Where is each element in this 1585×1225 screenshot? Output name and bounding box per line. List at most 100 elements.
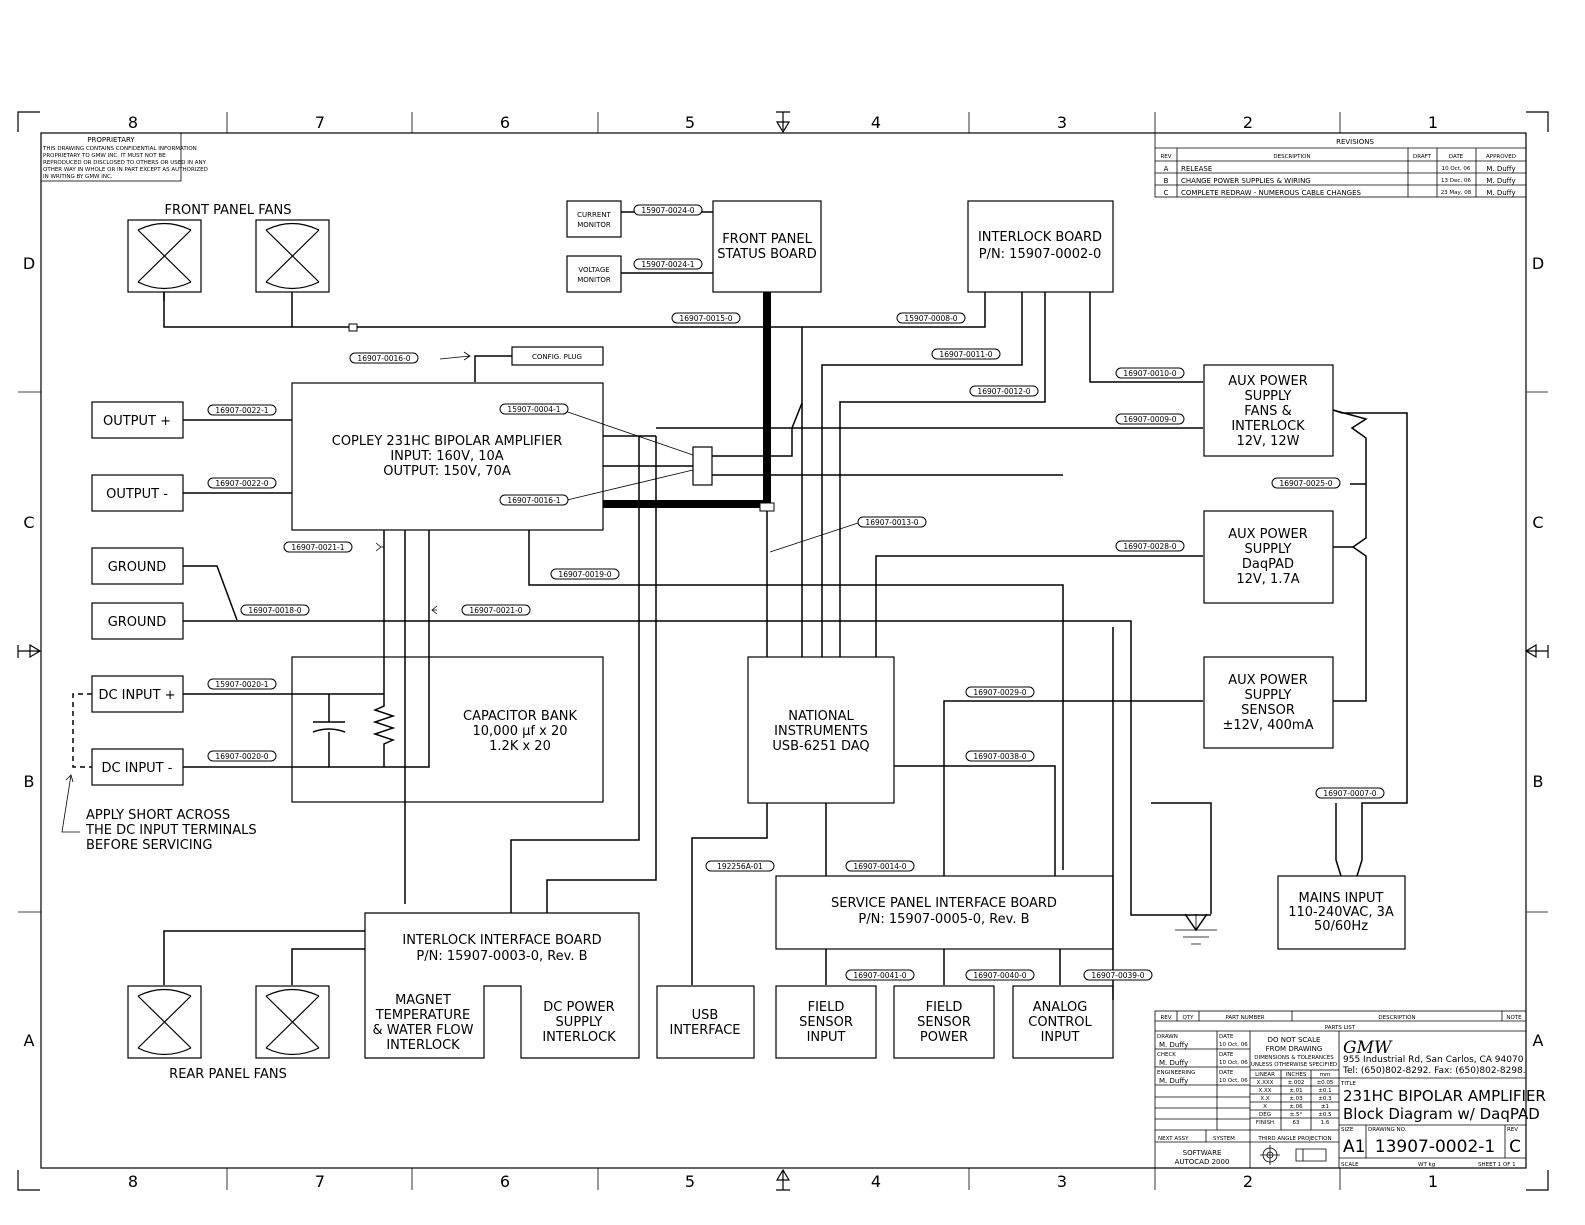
zone-row-right-a: A [1533, 1031, 1544, 1050]
tolerance-cell: ±0.1 [1318, 1088, 1331, 1094]
aux-sensor-line-2: SUPPLY [1245, 688, 1292, 703]
cable-tag-label: 16907-0020-0 [215, 752, 268, 761]
mains-input-block: MAINS INPUT 110-240VAC, 3A 50/60Hz [1277, 875, 1406, 950]
cable-tag-label: 16907-0022-1 [215, 406, 268, 415]
voltage-monitor-line-1: VOLTAGE [578, 266, 609, 274]
usb-interface-line-1: USB [692, 1008, 719, 1023]
cable-tag-label: 16907-0028-0 [1123, 542, 1176, 551]
tol-header-mm: mm [1320, 1072, 1331, 1078]
tolerance-cell: ±.002 [1288, 1080, 1305, 1086]
zone-row-right-b: B [1533, 772, 1544, 791]
front-panel-status-line-1: FRONT PANEL [722, 232, 812, 247]
service-panel-block: SERVICE PANEL INTERFACE BOARD P/N: 15907… [775, 875, 1114, 950]
usb-interface-line-2: INTERFACE [670, 1023, 741, 1038]
tolerance-rows: X.XXX±.002±0.05X.XX±.01±0.1X.X±.03±0.3X±… [1256, 1080, 1334, 1126]
rev-row-b-approved: M. Duffy [1486, 177, 1515, 185]
mains-input-line-1: MAINS INPUT [1299, 891, 1384, 906]
drawn-label: DRAWN [1157, 1034, 1178, 1040]
rev-row-a-date: 10 Oct, 06 [1442, 166, 1471, 172]
proprietary-line-4: OTHER WAY IN WHOLE OR IN PART EXCEPT AS … [43, 167, 208, 173]
dc-power-interlock-line-2: SUPPLY [556, 1015, 603, 1030]
dc-power-interlock-line-1: DC POWER [543, 1000, 614, 1015]
cable-tag-frame [965, 686, 1035, 698]
cable-tag-frame [1083, 969, 1153, 981]
aux-daqpad-line-4: 12V, 1.7A [1236, 572, 1299, 587]
interlock-interface-line-2: P/N: 15907-0003-0, Rev. B [416, 949, 587, 964]
zone-row-left-d: D [23, 254, 35, 273]
size-value: A1 [1343, 1137, 1365, 1157]
aux-sensor-line-1: AUX POWER [1228, 673, 1308, 688]
cable-tag-label: 16907-0009-0 [1123, 415, 1176, 424]
zone-col-bottom-5: 5 [685, 1172, 695, 1191]
field-sensor-input-line-1: FIELD [808, 1000, 845, 1015]
rev-row-c-rev: C [1164, 189, 1169, 197]
aux-daqpad-block: AUX POWER SUPPLY DaqPAD 12V, 1.7A [1203, 510, 1334, 604]
projection-label: THIRD ANGLE PROJECTION [1257, 1136, 1331, 1142]
field-sensor-input-line-2: SENSOR [799, 1015, 853, 1030]
cable-tag-frame [671, 312, 741, 324]
drawn-name: M. Duffy [1159, 1041, 1188, 1049]
cable-tag-frame [1115, 540, 1185, 552]
cable-tag-label: 16907-0021-0 [469, 606, 522, 615]
tolerance-cell: ±0.3 [1318, 1096, 1332, 1102]
title-label: TITLE [1340, 1081, 1356, 1087]
cable-tag-label: 16907-0041-0 [853, 971, 906, 980]
rev-header-rev: REV [1160, 154, 1171, 160]
proprietary-line-2: PROPRIETARY TO GMW INC. IT MUST NOT BE [43, 153, 166, 159]
rev-value: C [1509, 1137, 1521, 1157]
cable-tag-frame [633, 258, 703, 270]
zone-col-top-7: 7 [315, 113, 325, 132]
eng-label: ENGINEERING [1157, 1070, 1195, 1076]
cable-tag-frame [1271, 477, 1341, 489]
proprietary-title: PROPRIETARY [87, 136, 135, 144]
cable-tag-label: 16907-0039-0 [1091, 971, 1144, 980]
capacitor-bank-line-1: CAPACITOR BANK [463, 709, 577, 724]
aux-sensor-block: AUX POWER SUPPLY SENSOR ±12V, 400mA [1203, 656, 1334, 749]
capacitor-bank-line-3: 1.2K x 20 [489, 739, 551, 754]
cable-tag-label: 16907-0014-0 [853, 862, 906, 871]
cable-tag-label: 192256A-01 [717, 862, 763, 871]
zone-col-top-2: 2 [1243, 113, 1253, 132]
zone-col-top-8: 8 [128, 113, 138, 132]
ni-daq-block: NATIONAL INSTRUMENTS USB-6251 DAQ [747, 656, 895, 804]
eng-date-label: DATE [1219, 1070, 1234, 1076]
ni-daq-line-2: INSTRUMENTS [774, 724, 868, 739]
drawing-title-1: 231HC BIPOLAR AMPLIFIER [1343, 1087, 1546, 1105]
cable-tag-frame [965, 750, 1035, 762]
cable-tag-label: 16907-0010-0 [1123, 369, 1176, 378]
dims-note-2: UNLESS OTHERWISE SPECIFIED [1251, 1062, 1337, 1068]
tolerance-cell: ±.01 [1289, 1088, 1302, 1094]
tolerance-cell: ±0.05 [1317, 1080, 1334, 1086]
rev-row-b-rev: B [1164, 177, 1169, 185]
parts-header-note: NOTE [1506, 1015, 1522, 1021]
autocad-label: AUTOCAD 2000 [1175, 1158, 1230, 1166]
parts-header-desc: DESCRIPTION [1378, 1015, 1415, 1021]
apply-short-note: APPLY SHORT ACROSS THE DC INPUT TERMINAL… [85, 808, 257, 853]
zone-col-bottom-1: 1 [1428, 1172, 1438, 1191]
cable-tag-label: 16907-0016-1 [507, 496, 560, 505]
apply-short-line-2: THE DC INPUT TERMINALS [85, 823, 257, 838]
dc-input-plus-block: DC INPUT + [91, 675, 184, 713]
rev-header-date: DATE [1449, 154, 1464, 160]
drawing-border [17, 111, 1549, 1191]
check-date: 10 Oct, 06 [1219, 1060, 1248, 1066]
aux-fans-line-1: AUX POWER [1228, 374, 1308, 389]
analog-control-line-1: ANALOG [1033, 1000, 1088, 1015]
zone-row-right-c: C [1532, 513, 1543, 532]
tolerance-cell: X [1263, 1104, 1267, 1110]
field-sensor-power-block: FIELD SENSOR POWER [893, 985, 995, 1059]
magnet-temp-line-1: MAGNET [395, 993, 451, 1008]
cable-tag-frame [969, 385, 1039, 397]
zone-row-left-a: A [24, 1031, 35, 1050]
cable-tag-label: 16907-0019-0 [558, 570, 611, 579]
interlock-board-line-2: P/N: 15907-0002-0 [979, 247, 1102, 262]
dims-note-1: DIMENSIONS & TOLERANCES [1254, 1055, 1334, 1061]
front-panel-status-line-2: STATUS BOARD [717, 247, 817, 262]
drawn-date-label: DATE [1219, 1034, 1234, 1040]
zone-col-bottom-8: 8 [128, 1172, 138, 1191]
cable-tag-frame [845, 860, 915, 872]
company-address: 955 Industrial Rd, San Carlos, CA 94070 [1343, 1055, 1524, 1065]
capacitor-bank-line-2: 10,000 µf x 20 [473, 724, 568, 739]
cable-tag-frame [461, 604, 531, 616]
parts-header-part: PART NUMBER [1225, 1015, 1264, 1021]
